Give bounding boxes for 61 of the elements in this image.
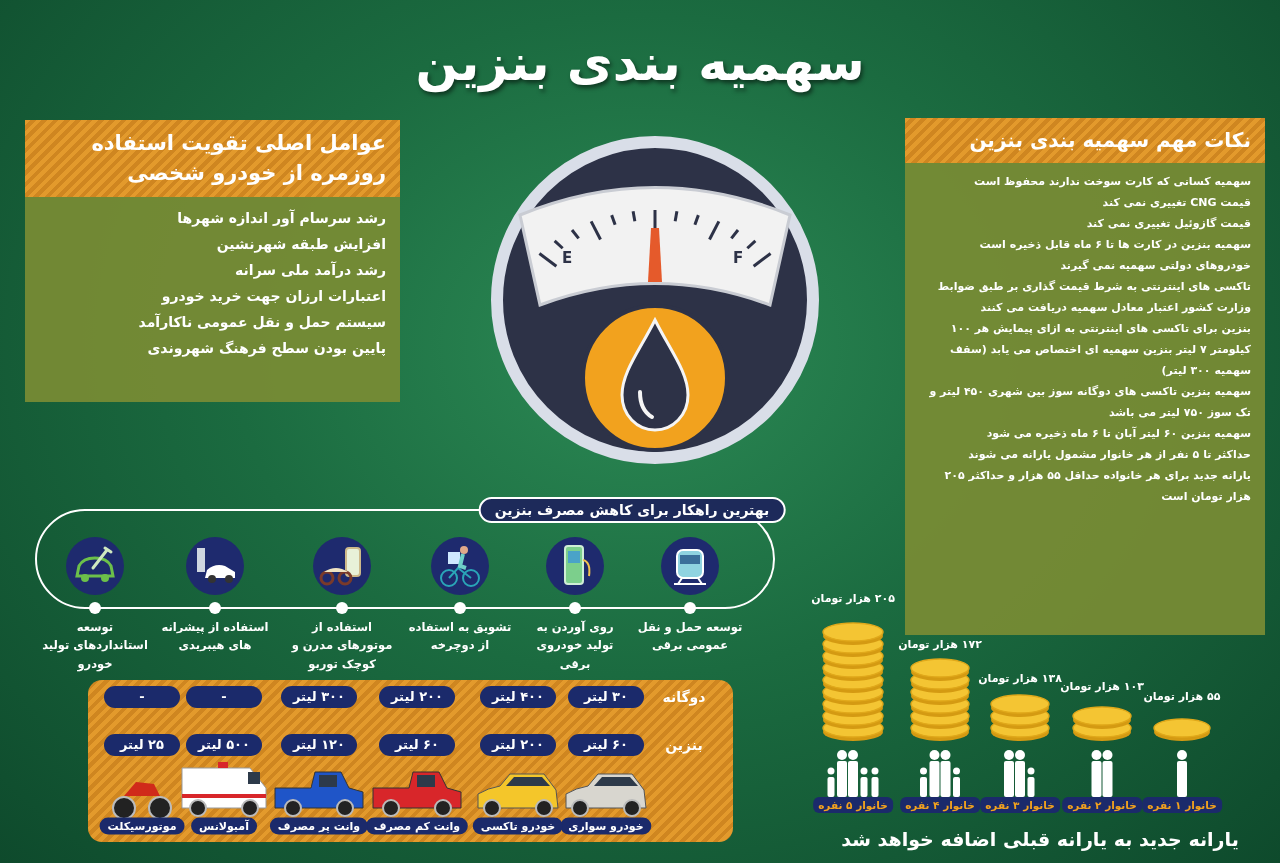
quota-value: ۴۰۰ لیتر [480, 686, 556, 708]
subsidy-amount: ۵۵ هزار تومان [1143, 689, 1221, 703]
list-item: خودروهای دولتی سهمیه نمی گیرند [1060, 258, 1251, 274]
family-size: خانوار ۵ نفره [813, 797, 893, 813]
subsidy-amount: ۲۰۵ هزار تومان [811, 591, 895, 605]
panel-heading: نکات مهم سهمیه بندی بنزین [905, 118, 1265, 163]
family-size: خانوار ۲ نفره [1062, 797, 1142, 813]
family-size: خانوار ۱ نفره [1142, 797, 1222, 813]
row-header: دوگانه [662, 689, 706, 705]
list-item: قیمت گازوئیل تغییری نمی کند [1086, 216, 1251, 232]
solution-caption: استفاده از موتورهای مدرن و کوچک توربو [290, 619, 394, 674]
quota-value: ۲۰۰ لیتر [379, 686, 455, 708]
family-size: خانوار ۳ نفره [980, 797, 1060, 813]
gauge-mark: F [732, 249, 744, 267]
subsidy-amount: ۱۷۲ هزار تومان [898, 637, 982, 651]
list-item: اعتبارات ارزان جهت خرید خودرو [161, 286, 386, 307]
quota-value: ۵۰۰ لیتر [186, 734, 262, 756]
solution-caption: تشویق به استفاده از دوچرخه [407, 619, 513, 655]
vehicle-name: وانت پر مصرف [269, 817, 369, 835]
list-item: یارانه جدید برای هر خانواده حداقل ۵۵ هزار و حداکثر ۲۰۵ هزار تومان است [943, 468, 1251, 505]
list-item: سهمیه بنزین ۶۰ لیتر آبان تا ۶ ماه ذخیره می شود [986, 425, 1251, 442]
solution-caption: استفاده از پیشرانه های هیبریدی [161, 619, 269, 655]
info-panel [905, 118, 1265, 635]
list-item: رشد درآمد ملی سرانه [235, 260, 386, 281]
vehicle-name: آمبولانس [191, 817, 257, 835]
list-item: سهمیه کسانی که کارت سوخت ندارند محفوظ است [974, 174, 1251, 190]
caption: یارانه جدید به یارانه قبلی اضافه خواهد شد [841, 828, 1239, 850]
panel-heading: عوامل اصلی تقویت استفاده روزمره از خودرو شخصی [25, 120, 400, 197]
list-item: سهمیه بنزین تاکسی های دوگانه سوز بین شهری ۴۵۰ لیتر و تک سوز ۷۵۰ لیتر می باشد [928, 384, 1251, 421]
list-item: حداکثر تا ۵ نفر از هر خانوار مشمول یارانه می شوند [968, 447, 1251, 463]
vehicle-name: خودرو سواری [560, 817, 652, 835]
list-item: سهمیه بنزین در کارت ها تا ۶ ماه قابل ذخیره است [979, 237, 1251, 253]
vehicle-name: وانت کم مصرف [365, 817, 469, 835]
vehicle-name: موتورسیکلت [99, 817, 185, 835]
list-item: سیستم حمل و نقل عمومی ناکارآمد [138, 312, 386, 333]
family-size: خانوار ۴ نفره [900, 797, 980, 813]
quota-value: - [104, 686, 180, 708]
quota-value: ۲۵ لیتر [104, 734, 180, 756]
list-item: رشد سرسام آور اندازه شهرها [177, 208, 386, 229]
info-panel [25, 120, 400, 402]
list-item: تاکسی های اینترنتی به شرط قیمت گذاری بر طبق ضوابط وزارت کشور اعتبار معادل سهمیه دریافت می کنند [936, 279, 1251, 316]
solution-caption: توسعه استانداردهای تولید خودرو [41, 619, 149, 674]
list-item: پایین بودن سطح فرهنگ شهروندی [147, 338, 386, 359]
vehicle-name: خودرو تاکسی [472, 817, 564, 835]
quota-value: ۶۰ لیتر [568, 734, 644, 756]
quota-value: ۶۰ لیتر [379, 734, 455, 756]
quota-value: - [186, 686, 262, 708]
quota-value: ۳۰ لیتر [568, 686, 644, 708]
quota-value: ۱۲۰ لیتر [281, 734, 357, 756]
quota-value: ۲۰۰ لیتر [480, 734, 556, 756]
band-heading: بهترین راهکار برای کاهش مصرف بنزین [478, 497, 786, 523]
subsidy-amount: ۱۳۸ هزار تومان [978, 671, 1062, 685]
list-item: بنزین برای تاکسی های اینترنتی به ازای پیمایش هر ۱۰۰ کیلومتر ۷ لیتر بنزین سهمیه ای اختصاص می یابد (سقف سهمیه ۳۰۰ لیتر) [948, 321, 1251, 379]
quota-value: ۳۰۰ لیتر [281, 686, 357, 708]
row-header: بنزین [665, 737, 703, 753]
gauge-mark: E [561, 249, 573, 267]
solution-caption: توسعه حمل و نقل عمومی برقی [636, 619, 744, 655]
list-item: افزایش طبقه شهرنشین [216, 234, 386, 255]
solution-caption: روی آوردن به تولید خودروی برقی [535, 619, 615, 673]
list-item: قیمت CNG تغییری نمی کند [1102, 195, 1251, 211]
title: سهمیه بندی بنزین [415, 34, 865, 92]
